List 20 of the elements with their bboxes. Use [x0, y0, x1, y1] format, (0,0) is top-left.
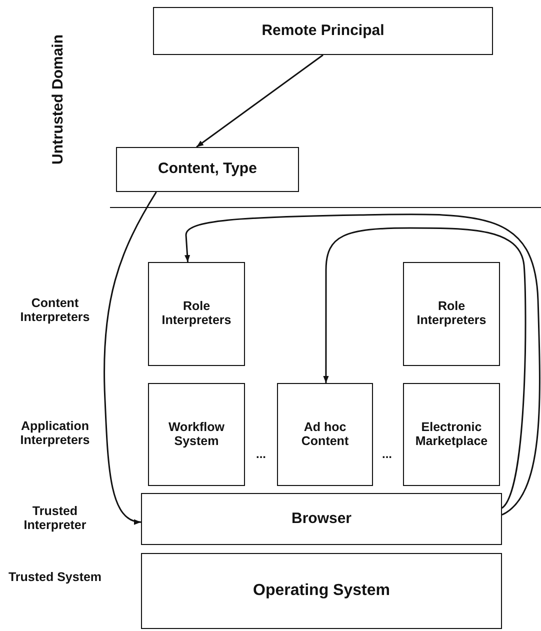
ellipsis: ... [382, 447, 392, 461]
arrow [196, 54, 324, 148]
arrow [184, 214, 540, 516]
layer-box: Workflow System [148, 383, 245, 486]
layer-label: Content Interpreters [19, 297, 91, 324]
arrow [104, 192, 157, 524]
layer-box: Electronic Marketplace [403, 383, 500, 486]
domain-label: Untrusted Domain [50, 34, 66, 167]
layer-label: Application Interpreters [19, 420, 91, 448]
layer-label: Trusted Interpreter [22, 505, 88, 532]
arrow [323, 227, 526, 509]
layer-box: Role Interpreters [148, 262, 245, 366]
layer-box: Role Interpreters [403, 262, 500, 366]
ellipsis: ... [256, 447, 266, 461]
layer-box: Content, Type [116, 147, 299, 192]
layer-box: Ad hoc Content [277, 383, 373, 486]
layer-label: Trusted System [7, 571, 103, 585]
layer-box: Operating System [141, 553, 502, 629]
layer-box: Browser [141, 493, 502, 545]
layer-box: Remote Principal [153, 7, 493, 55]
